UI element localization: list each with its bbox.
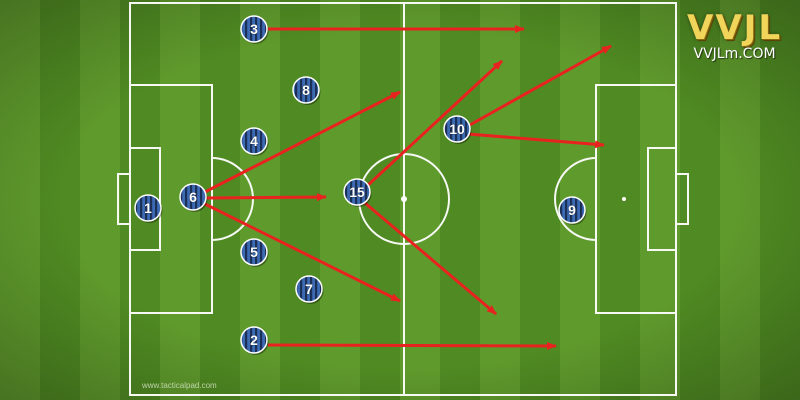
movement-arrow [467, 44, 612, 128]
player-number: 6 [189, 189, 197, 205]
left-goal [117, 173, 131, 225]
player-number: 10 [449, 121, 465, 137]
movement-arrow [364, 201, 497, 316]
movement-arrows [202, 25, 612, 350]
player-marker[interactable]: 5 [240, 238, 269, 267]
player-marker[interactable]: 15 [343, 178, 372, 207]
right-penalty-arc [554, 157, 597, 241]
player-number: 5 [250, 244, 258, 260]
player-marker[interactable]: 10 [443, 115, 472, 144]
player-marker[interactable]: 4 [240, 127, 269, 156]
player-number: 15 [349, 184, 365, 200]
player-marker[interactable]: 7 [295, 275, 324, 304]
movement-arrow [467, 132, 605, 149]
player-marker[interactable]: 3 [240, 15, 269, 44]
player-number: 4 [250, 133, 258, 149]
right-goal [675, 173, 689, 225]
brand-logo: VVJL VVJLm.COM [687, 10, 782, 62]
movement-arrow [205, 193, 327, 202]
movement-arrow [267, 341, 557, 350]
players-layer: 1 6 3 8 4 5 7 2 15 10 9 [134, 15, 587, 355]
player-kit [292, 76, 320, 104]
player-kit [443, 115, 471, 143]
movement-arrow [202, 90, 401, 195]
player-kit [240, 127, 268, 155]
player-marker[interactable]: 1 [134, 194, 163, 223]
movement-arrow [202, 201, 401, 303]
player-marker[interactable]: 6 [179, 183, 208, 212]
movement-arrow [365, 59, 504, 188]
player-number: 1 [144, 200, 152, 216]
player-marker[interactable]: 2 [240, 326, 269, 355]
player-kit [558, 196, 586, 224]
player-number: 2 [250, 332, 258, 348]
player-marker[interactable]: 8 [292, 76, 321, 105]
player-kit [240, 326, 268, 354]
player-kit [343, 178, 371, 206]
player-kit [240, 238, 268, 266]
player-kit [179, 183, 207, 211]
brand-url: VVJLm.COM [693, 46, 776, 62]
player-number: 7 [305, 281, 313, 297]
brand-logo-text: VVJL [687, 8, 782, 48]
player-kit [295, 275, 323, 303]
player-marker[interactable]: 9 [558, 196, 587, 225]
centre-spot [401, 196, 407, 202]
player-number: 8 [302, 82, 310, 98]
right-penalty-spot [622, 197, 626, 201]
player-number: 3 [250, 21, 258, 37]
tacticalpad-credit: www.tacticalpad.com [142, 381, 217, 390]
player-number: 9 [568, 202, 576, 218]
player-kit [240, 15, 268, 43]
player-kit [134, 194, 162, 222]
